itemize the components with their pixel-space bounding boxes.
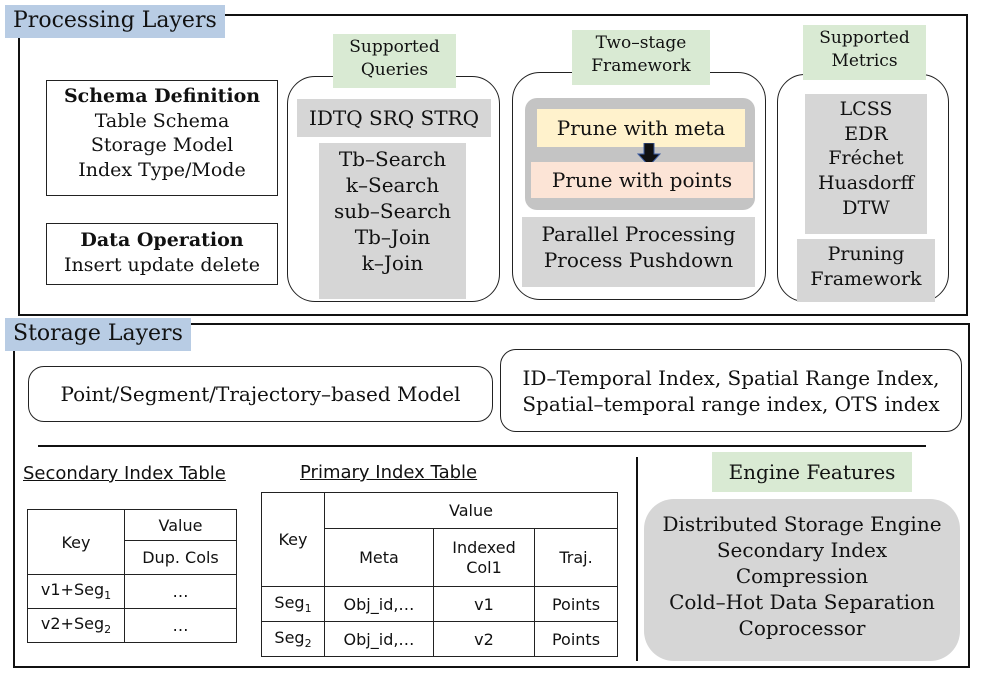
- engine-features-box: Distributed Storage Engine Secondary Ind…: [644, 499, 960, 661]
- metric-hausdorff: Huasdorff: [817, 172, 915, 195]
- queries-label: Supported Queries: [333, 34, 456, 88]
- parallel-box: Parallel Processing Process Pushdown: [522, 217, 755, 287]
- secondary-value-cell: …: [124, 608, 237, 643]
- engine-cold-hot: Cold–Hot Data Separation: [669, 590, 935, 614]
- storage-layers-panel: [13, 323, 970, 668]
- metrics-label: Supported Metrics: [803, 25, 926, 80]
- primary-col-cell: v2: [433, 621, 535, 657]
- table-row: v1+Seg1 …: [27, 574, 237, 609]
- primary-value-header: Value: [324, 492, 618, 529]
- primary-key-cell: Seg2: [261, 621, 325, 657]
- secondary-value-header: Value: [124, 509, 237, 541]
- primary-col-cell: v1: [433, 586, 535, 622]
- schema-definition-title: Schema Definition: [63, 85, 261, 107]
- engine-distributed: Distributed Storage Engine: [662, 512, 942, 536]
- secondary-dup-header: Dup. Cols: [124, 540, 237, 575]
- processing-layers-tag: Processing Layers: [5, 5, 225, 38]
- processing-layers-panel: [18, 14, 968, 316]
- metric-edr: EDR: [844, 122, 888, 145]
- query-sub-search: sub–Search: [333, 199, 452, 223]
- primary-meta-cell: Obj_id,…: [324, 621, 434, 657]
- queries-label-line1: Supported: [349, 37, 440, 57]
- pruning-line2: Framework: [810, 267, 922, 290]
- schema-line-table: Table Schema: [94, 109, 230, 132]
- parallel-processing: Parallel Processing: [541, 222, 736, 246]
- schema-line-storage: Storage Model: [90, 134, 234, 157]
- storage-model-box: Point/Segment/Trajectory–based Model: [28, 366, 493, 422]
- metric-lcss: LCSS: [839, 98, 893, 120]
- metrics-label-line2: Metrics: [831, 50, 898, 71]
- vertical-divider: [636, 457, 638, 661]
- primary-traj-cell: Points: [534, 621, 618, 657]
- framework-label: Two–stage Framework: [572, 30, 710, 85]
- index-types-line1: ID–Temporal Index, Spatial Range Index,: [522, 366, 940, 390]
- engine-compression: Compression: [735, 564, 869, 588]
- secondary-index-table: Key Value Dup. Cols v1+Seg1 … v2+Seg2 …: [27, 509, 237, 643]
- engine-secondary-index: Secondary Index: [716, 538, 888, 562]
- primary-key-cell: Seg1: [261, 586, 325, 622]
- metrics-label-line1: Supported: [819, 28, 910, 48]
- horizontal-divider: [38, 445, 926, 447]
- query-tb-search: Tb–Search: [338, 147, 447, 171]
- engine-features-label: Engine Features: [712, 452, 912, 492]
- secondary-key-header: Key: [27, 509, 125, 575]
- table-row: v2+Seg2 …: [27, 608, 237, 643]
- data-operation-box: Data Operation Insert update delete: [46, 223, 278, 285]
- metric-dtw: DTW: [842, 196, 890, 219]
- index-types-line2: Spatial–temporal range index, OTS index: [522, 392, 940, 416]
- table-row: Seg2 Obj_id,… v2 Points: [261, 621, 618, 657]
- queries-label-line2: Queries: [360, 59, 429, 80]
- primary-meta-cell: Obj_id,…: [324, 586, 434, 622]
- primary-traj-header: Traj.: [534, 528, 618, 587]
- schema-line-index: Index Type/Mode: [78, 159, 246, 182]
- index-types-box: ID–Temporal Index, Spatial Range Index, …: [500, 349, 962, 432]
- framework-label-line2: Framework: [591, 55, 691, 76]
- primary-meta-header: Meta: [324, 528, 434, 587]
- framework-label-line1: Two–stage: [595, 33, 687, 53]
- query-tb-join: Tb–Join: [354, 225, 431, 249]
- queries-header: IDTQ SRQ STRQ: [297, 99, 491, 137]
- primary-index-title: Primary Index Table: [300, 462, 478, 483]
- process-pushdown: Process Pushdown: [543, 248, 734, 272]
- queries-list: Tb–Search k–Search sub–Search Tb–Join k–…: [319, 143, 466, 299]
- prune-meta-box: Prune with meta: [537, 109, 745, 147]
- data-operation-title: Data Operation: [80, 229, 244, 251]
- primary-traj-cell: Points: [534, 586, 618, 622]
- schema-definition-box: Schema Definition Table Schema Storage M…: [46, 80, 278, 196]
- down-arrow-icon: [636, 142, 662, 167]
- metric-frechet: Fréchet: [828, 147, 904, 170]
- engine-coprocessor: Coprocessor: [738, 616, 866, 640]
- query-k-join: k–Join: [361, 251, 424, 275]
- pruning-framework-box: Pruning Framework: [797, 239, 935, 302]
- primary-key-header: Key: [261, 492, 325, 587]
- metrics-list: LCSS EDR Fréchet Huasdorff DTW: [805, 94, 927, 234]
- table-row: Seg1 Obj_id,… v1 Points: [261, 586, 618, 622]
- data-operation-line: Insert update delete: [64, 253, 260, 276]
- pruning-line1: Pruning: [827, 243, 905, 265]
- secondary-value-cell: …: [124, 574, 237, 609]
- secondary-key-cell: v1+Seg1: [27, 574, 125, 609]
- secondary-index-title: Secondary Index Table: [23, 463, 226, 484]
- storage-layers-tag: Storage Layers: [5, 318, 191, 351]
- query-k-search: k–Search: [345, 173, 440, 197]
- secondary-key-cell: v2+Seg2: [27, 608, 125, 643]
- prune-points-box: Prune with points: [531, 162, 753, 198]
